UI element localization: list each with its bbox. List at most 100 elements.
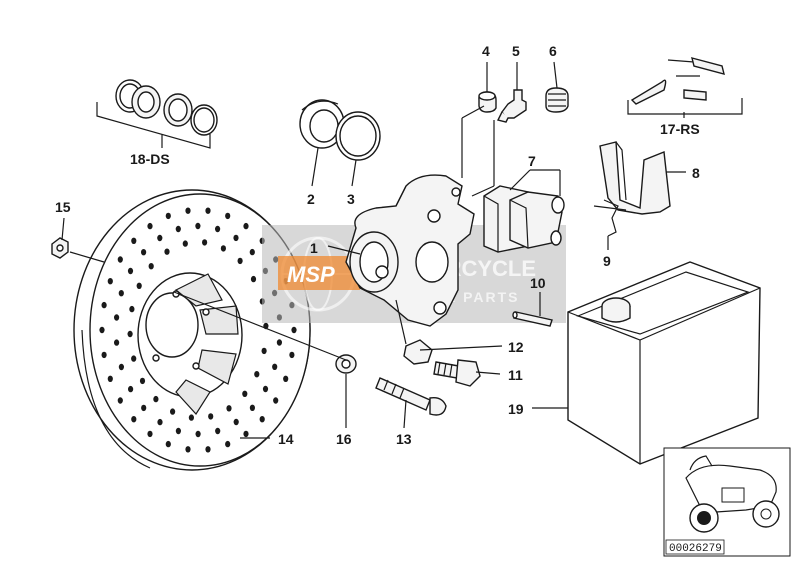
disc-hole	[136, 282, 142, 289]
callout-19: 19	[508, 401, 524, 417]
spring-clip	[593, 199, 627, 237]
disc-hole	[205, 207, 211, 214]
bracket-17	[627, 98, 743, 115]
disc-hole	[254, 371, 260, 378]
callout-11: 11	[508, 367, 523, 383]
disc-hole	[131, 416, 137, 423]
watermark-logo: MSP	[287, 262, 335, 287]
disc-hole	[276, 339, 282, 346]
disc-hole	[272, 363, 278, 370]
hex-nut	[51, 237, 69, 259]
disc-hole	[243, 222, 249, 230]
callout-18-ds: 18-DS	[130, 151, 170, 167]
bleed-valve	[496, 89, 527, 123]
disc-hole	[233, 234, 239, 242]
callout-4: 4	[482, 43, 490, 59]
disc-hole	[185, 446, 191, 453]
disc-hole	[249, 404, 255, 411]
disc-hole	[175, 225, 181, 233]
disc-hole	[129, 305, 135, 313]
reference-inset: 00026279	[663, 447, 791, 557]
disc-hole	[114, 314, 120, 321]
seal-kit-rings	[115, 79, 218, 136]
disc-hole	[147, 430, 153, 438]
disc-hole	[148, 263, 154, 270]
callout-16: 16	[336, 431, 352, 447]
disc-hole	[242, 390, 248, 397]
callout-3: 3	[347, 191, 355, 207]
callout-12: 12	[508, 339, 524, 355]
disc-hole	[141, 404, 147, 412]
disc-hole	[195, 222, 201, 230]
callout-2: 2	[307, 191, 315, 207]
disc-hole	[141, 249, 147, 256]
piston-seal	[299, 99, 345, 149]
disc-hole	[153, 395, 159, 403]
disc-hole	[139, 377, 146, 385]
disc-hole	[170, 408, 176, 415]
disc-hole	[233, 418, 239, 426]
callout-13: 13	[396, 431, 412, 447]
disc-hole	[261, 347, 267, 355]
disc-hole	[262, 385, 269, 393]
bushing	[403, 339, 433, 365]
disc-hole	[182, 240, 188, 247]
callout-9: 9	[603, 253, 611, 269]
disc-hole	[289, 351, 295, 359]
leader-lines	[61, 61, 686, 439]
callout-10: 10	[530, 275, 546, 291]
disc-hole	[157, 418, 163, 426]
reference-number: 00026279	[669, 543, 722, 555]
disc-hole	[249, 248, 255, 256]
callout-7: 7	[528, 153, 536, 169]
disc-hole	[205, 446, 211, 453]
disc-hole	[215, 427, 221, 435]
seal-ring	[335, 111, 381, 161]
disc-hole	[99, 326, 105, 334]
disc-hole	[165, 212, 171, 220]
disc-hole	[128, 385, 134, 393]
disc-hole	[226, 405, 232, 412]
disc-hole	[202, 239, 208, 246]
disc-hole	[220, 245, 226, 252]
disc-hole	[114, 339, 120, 346]
mounting-bolt	[375, 377, 447, 416]
disc-hole	[188, 414, 194, 421]
motorcycle-icon	[685, 455, 780, 533]
disc-hole	[175, 427, 181, 435]
dust-cap	[545, 87, 569, 113]
disc-hole	[118, 363, 124, 371]
brake-pads	[483, 185, 565, 253]
disc-hole	[283, 375, 289, 382]
callout-5: 5	[512, 43, 520, 59]
disc-hole	[107, 278, 113, 285]
disc-hole	[107, 375, 113, 382]
disc-hole	[117, 256, 123, 263]
bracket-18	[96, 102, 211, 149]
disc-hole	[118, 290, 124, 297]
brake-caliper	[345, 174, 475, 327]
disc-hole	[127, 267, 134, 275]
disc-hole	[237, 257, 243, 265]
brake-fluid-can	[567, 261, 761, 465]
callout-1: 1	[310, 240, 318, 256]
disc-hole	[273, 397, 279, 404]
disc-hole	[185, 207, 191, 214]
disc-hole	[208, 413, 214, 420]
disc-hole	[164, 248, 170, 255]
disc-hole	[291, 326, 297, 334]
callout-6: 6	[549, 43, 557, 59]
disc-hole	[147, 222, 153, 230]
hex-bolt	[433, 359, 481, 387]
callout-labels: 4 5 6 2 3 1 7 8 9 10 11 12 13 14 15 16 1…	[55, 43, 700, 447]
disc-hole	[131, 355, 137, 362]
disc-hole	[101, 301, 107, 309]
disc-hole	[157, 234, 163, 242]
callout-14: 14	[278, 431, 294, 447]
disc-hole	[127, 330, 133, 338]
disc-hole	[131, 237, 137, 244]
disc-hole	[195, 430, 201, 438]
retaining-pins	[630, 57, 725, 105]
